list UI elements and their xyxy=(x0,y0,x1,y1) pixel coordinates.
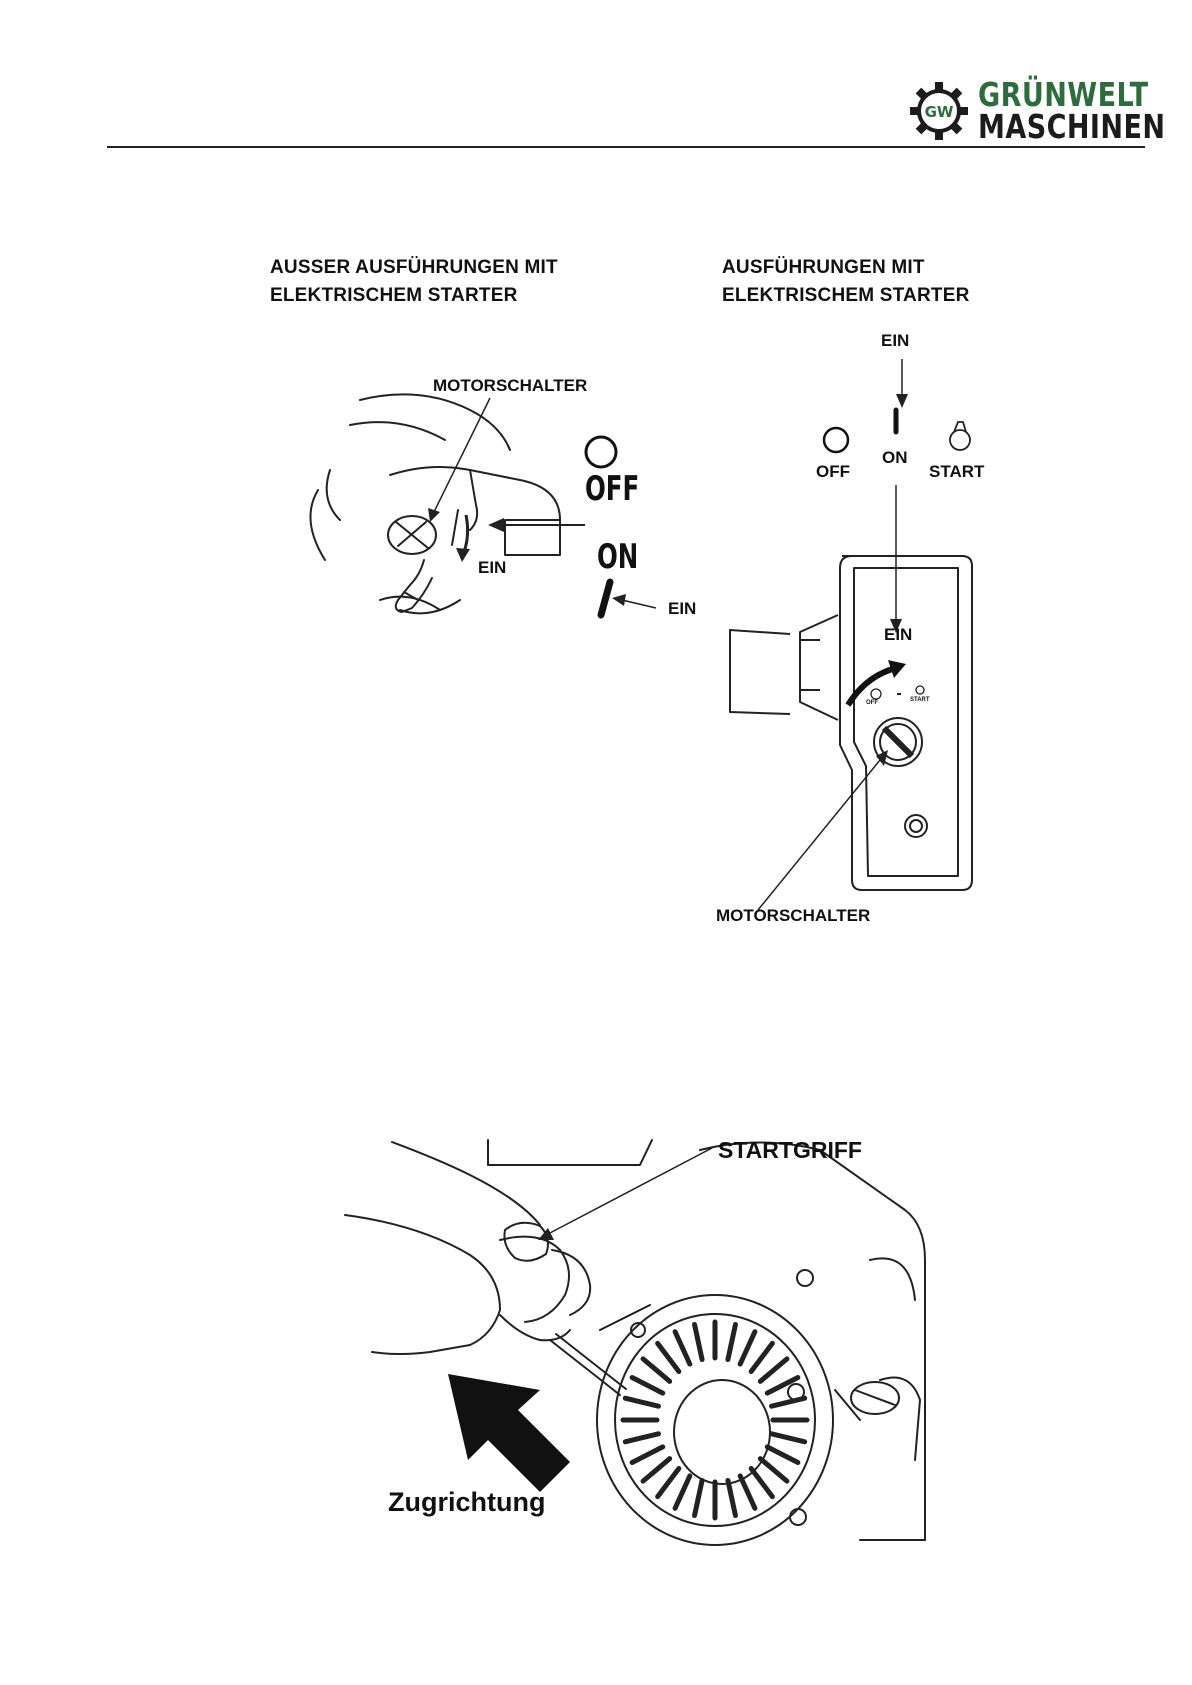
cover-slot xyxy=(772,1398,805,1406)
cover-slot xyxy=(695,1324,703,1359)
cover-slot xyxy=(643,1359,670,1381)
cover-slot xyxy=(760,1359,787,1381)
cover-slot xyxy=(751,1468,772,1496)
cover-slot xyxy=(658,1468,679,1496)
cover-slot xyxy=(728,1324,736,1359)
cover-slot xyxy=(643,1459,670,1481)
cover-slot xyxy=(632,1377,663,1393)
cover-slot xyxy=(767,1447,798,1463)
cover-slot xyxy=(728,1480,736,1515)
cover-slot xyxy=(632,1447,663,1463)
cover-slot xyxy=(675,1332,690,1364)
cover-slot xyxy=(760,1459,787,1481)
cover-slot xyxy=(625,1398,658,1406)
cover-slot xyxy=(675,1476,690,1508)
cover-slot xyxy=(740,1332,755,1364)
startgriff-label: STARTGRIFF xyxy=(718,1138,862,1162)
cover-slot xyxy=(695,1480,703,1515)
cover-slot xyxy=(740,1476,755,1508)
cover-slot xyxy=(625,1434,658,1442)
zugrichtung-label: Zugrichtung xyxy=(388,1487,545,1517)
cover-slot xyxy=(751,1343,772,1371)
cover-slot xyxy=(772,1434,805,1442)
cover-slot xyxy=(658,1343,679,1371)
